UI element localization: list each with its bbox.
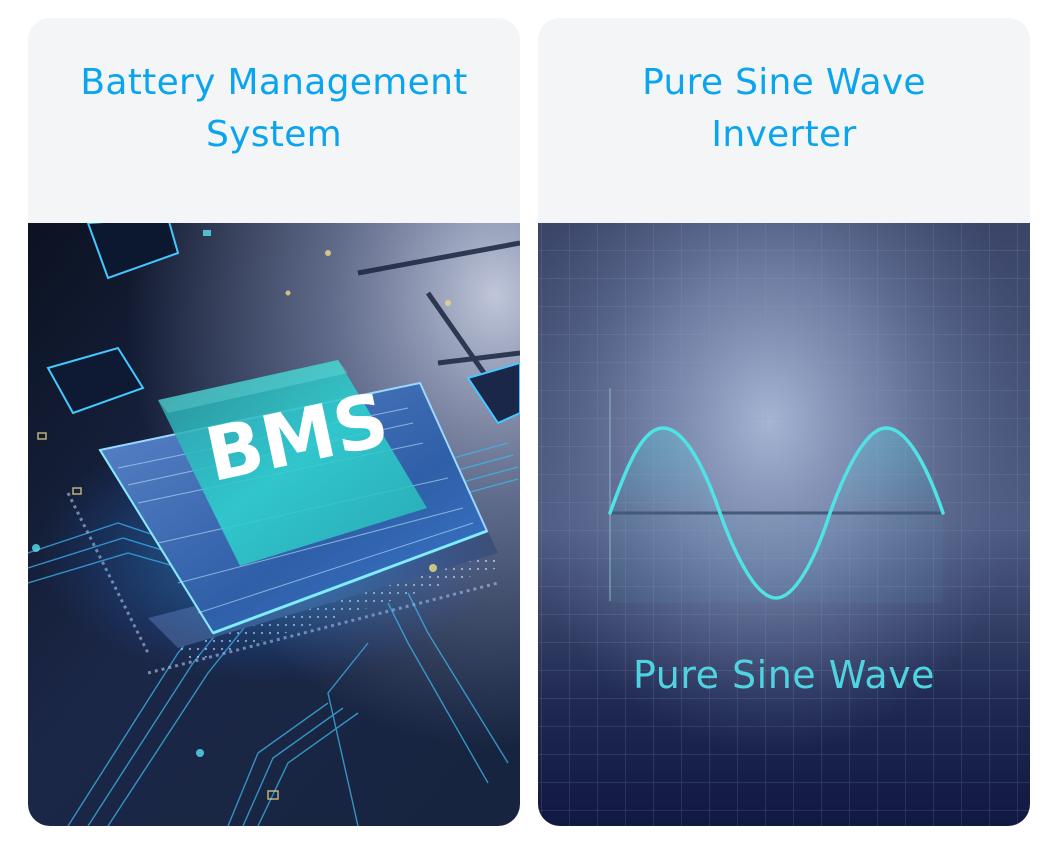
small-chip-top xyxy=(86,223,180,280)
circuit-board-illustration: BMS xyxy=(28,223,520,826)
inverter-feature-card: Pure Sine Wave Inverter xyxy=(538,18,1030,826)
inverter-title-line-2: Inverter xyxy=(711,113,857,155)
bms-title-line-1: Battery Management xyxy=(80,61,468,103)
bms-title-line-2: System xyxy=(205,113,343,155)
chip-glass-top xyxy=(158,360,427,566)
sine-wave-curve xyxy=(608,426,945,600)
sine-wave-caption: Pure Sine Wave xyxy=(632,653,936,697)
bms-chip-image: BMS xyxy=(28,223,520,826)
small-chip-right xyxy=(466,361,520,425)
bms-feature-card: Battery Management System xyxy=(28,18,520,826)
sine-wave-illustration xyxy=(538,223,1030,826)
sine-wave-image: Pure Sine Wave xyxy=(538,223,1030,826)
bms-card-title: Battery Management System xyxy=(80,57,467,161)
inverter-title-line-1: Pure Sine Wave xyxy=(642,61,926,103)
bms-card-header: Battery Management System xyxy=(28,18,520,223)
inverter-card-title: Pure Sine Wave Inverter xyxy=(642,57,926,161)
small-chip-left xyxy=(46,346,145,415)
inverter-card-header: Pure Sine Wave Inverter xyxy=(538,18,1030,223)
